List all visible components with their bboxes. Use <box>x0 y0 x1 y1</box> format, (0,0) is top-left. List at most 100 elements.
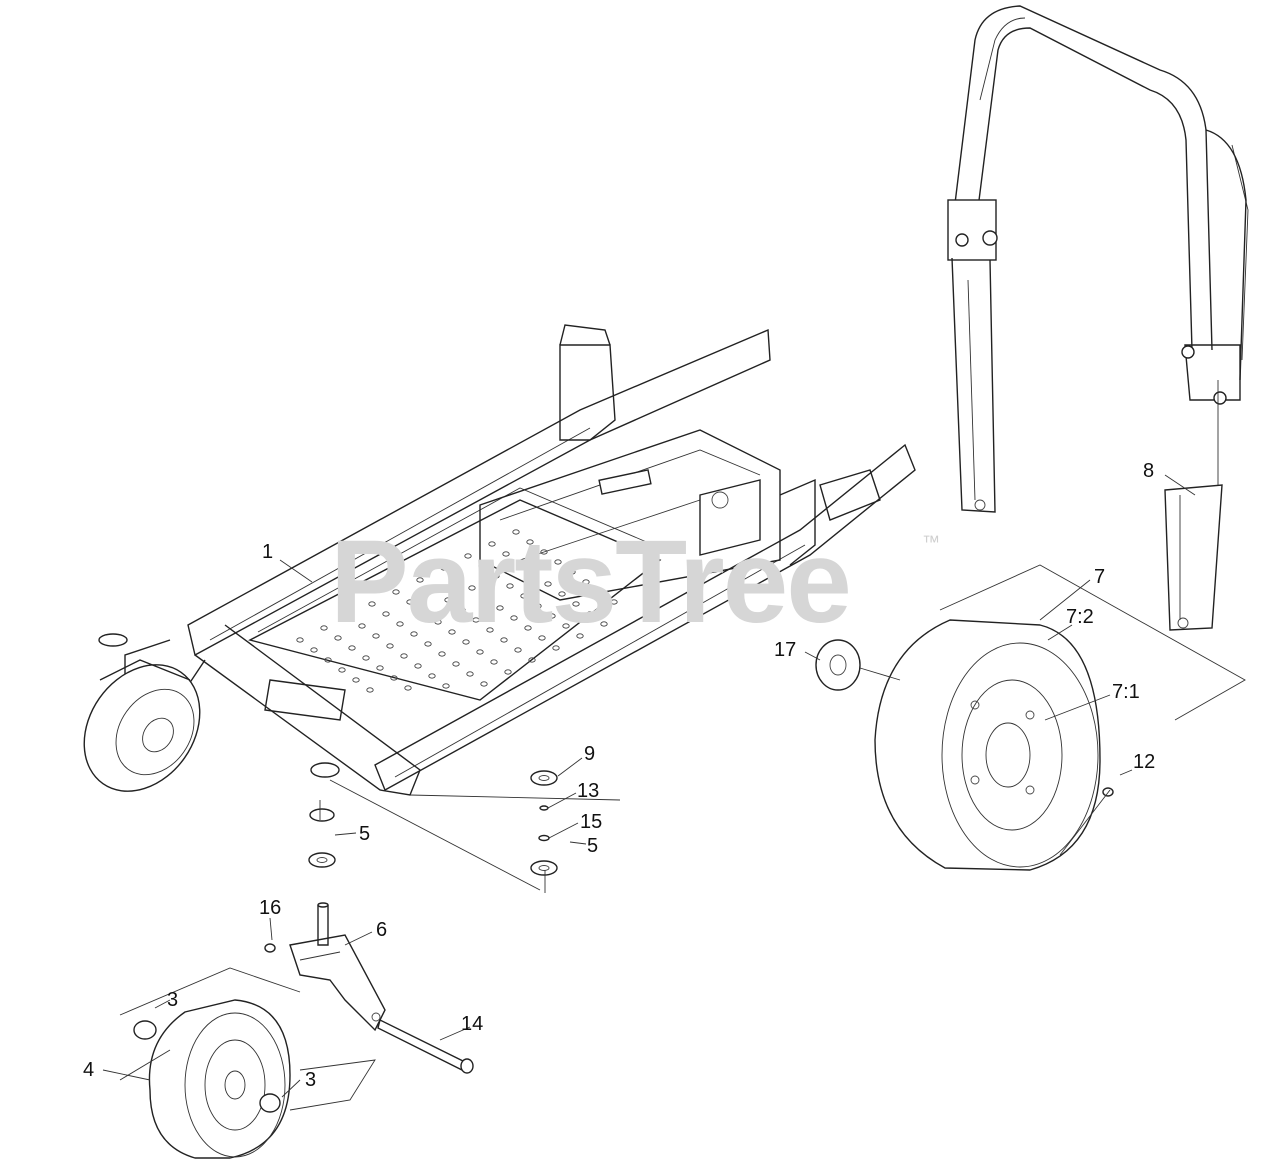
callout-5-left: 5 <box>359 823 370 845</box>
deck-hole <box>372 633 380 639</box>
deck-hole <box>458 607 466 613</box>
deck-hole <box>544 581 552 587</box>
main-frame <box>98 324 916 796</box>
deck-hole <box>338 667 346 673</box>
deck-hole <box>400 653 408 659</box>
deck-hole <box>440 565 448 571</box>
deck-hole <box>366 687 374 693</box>
callout-7-2: 7:2 <box>1066 606 1094 628</box>
deck-hole <box>414 663 422 669</box>
deck-hole <box>582 579 590 585</box>
front-caster-wheel <box>83 659 201 792</box>
axle-bolt <box>377 1018 474 1074</box>
deck-hole <box>430 587 438 593</box>
callout-4: 4 <box>83 1059 94 1081</box>
deck-hole <box>600 621 608 627</box>
deck-hole <box>348 645 356 651</box>
deck-hole <box>438 651 446 657</box>
deck-hole <box>310 647 318 653</box>
deck-hole <box>420 609 428 615</box>
hub-plate <box>815 639 861 691</box>
deck-hole <box>514 647 522 653</box>
callout-15: 15 <box>580 811 602 833</box>
callout-7-1: 7:1 <box>1112 681 1140 703</box>
bushing-stack <box>530 770 558 876</box>
fork-spindle <box>308 808 336 946</box>
deck-hole <box>444 597 452 603</box>
callout-12: 12 <box>1133 751 1155 773</box>
deck-hole <box>534 603 542 609</box>
deck-hole <box>504 669 512 675</box>
deck-hole <box>434 619 442 625</box>
deck-hole <box>344 613 352 619</box>
deck-hole <box>516 561 524 567</box>
deck-hole <box>448 629 456 635</box>
deck-hole <box>586 611 594 617</box>
deck-hole <box>500 637 508 643</box>
deck-hole <box>568 569 576 575</box>
deck-hole <box>510 615 518 621</box>
deck-hole <box>386 643 394 649</box>
deck-hole <box>512 529 520 535</box>
deck-hole <box>486 627 494 633</box>
deck-hole <box>528 657 536 663</box>
deck-hole <box>362 655 370 661</box>
deck-hole <box>472 617 480 623</box>
deck-hole <box>464 553 472 559</box>
deck-hole <box>368 601 376 607</box>
deck-hole <box>352 677 360 683</box>
deck-holes <box>296 529 618 693</box>
callout-labels: 1 3 3 4 5 5 6 7 7:2 7:1 8 9 12 13 14 15 … <box>83 460 1155 1091</box>
deck-hole <box>424 641 432 647</box>
deck-hole <box>572 601 580 607</box>
deck-hole <box>390 675 398 681</box>
deck-hole <box>480 681 488 687</box>
watermark-text: PartsTree <box>330 516 850 648</box>
deck-hole <box>576 633 584 639</box>
deck-hole <box>358 623 366 629</box>
front-wheel <box>133 999 291 1159</box>
callout-6: 6 <box>376 919 387 941</box>
deck-hole <box>596 589 604 595</box>
deck-hole <box>454 575 462 581</box>
deck-hole <box>324 657 332 663</box>
deck-hole <box>540 549 548 555</box>
deck-hole <box>490 659 498 665</box>
deck-hole <box>562 623 570 629</box>
deck-hole <box>488 541 496 547</box>
deck-hole <box>392 589 400 595</box>
deck-hole <box>382 611 390 617</box>
callout-16: 16 <box>259 897 281 919</box>
callout-14: 14 <box>461 1013 483 1035</box>
callout-13: 13 <box>577 780 599 802</box>
deck-hole <box>530 571 538 577</box>
guide-lines <box>119 564 1246 1111</box>
deck-hole <box>554 559 562 565</box>
callout-leaders <box>102 474 1196 1098</box>
watermark: PartsTree ™ <box>330 516 940 648</box>
deck-hole <box>492 573 500 579</box>
deck-hole <box>548 613 556 619</box>
deck-hole <box>376 665 384 671</box>
deck-hole <box>496 605 504 611</box>
callout-5-right: 5 <box>587 835 598 857</box>
deck-hole <box>404 685 412 691</box>
callout-17: 17 <box>774 639 796 661</box>
deck-hole <box>538 635 546 641</box>
deck-hole <box>506 583 514 589</box>
deck-hole <box>296 637 304 643</box>
callout-3-bottom: 3 <box>305 1069 316 1091</box>
deck-hole <box>410 631 418 637</box>
callout-8: 8 <box>1143 460 1154 482</box>
deck-hole <box>466 671 474 677</box>
deck-hole <box>610 599 618 605</box>
callout-1: 1 <box>262 541 273 563</box>
deck-hole <box>502 551 510 557</box>
callout-3-top: 3 <box>167 989 178 1011</box>
deck-hole <box>526 539 534 545</box>
deck-hole <box>416 577 424 583</box>
deck-hole <box>520 593 528 599</box>
deck-hole <box>552 645 560 651</box>
deck-hole <box>482 595 490 601</box>
